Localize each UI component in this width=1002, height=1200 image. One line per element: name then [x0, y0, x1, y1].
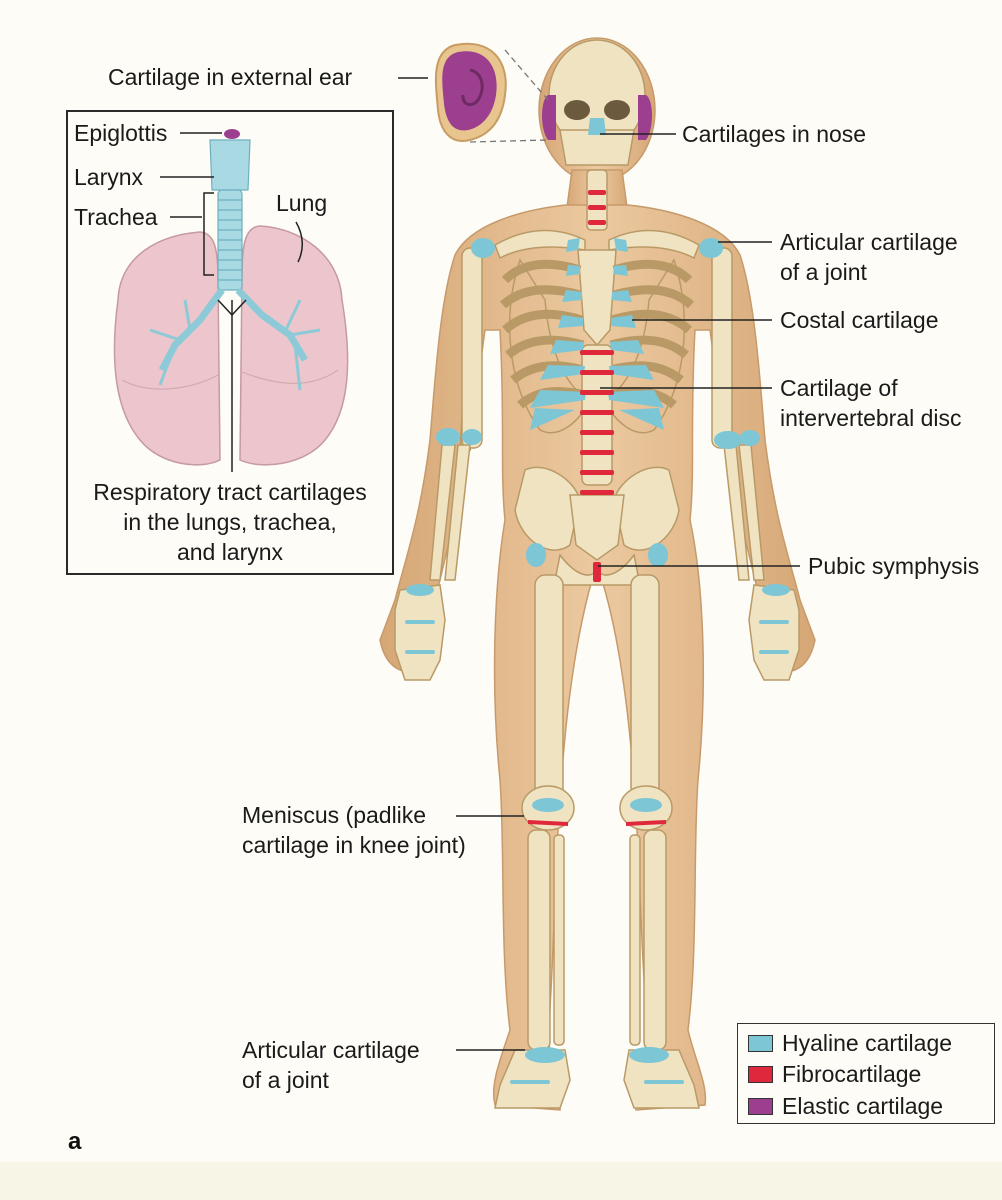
legend-item-hyaline: Hyaline cartilage	[748, 1028, 952, 1058]
label-meniscus-2: cartilage in knee joint)	[242, 832, 466, 858]
inset-leader-lines	[160, 132, 303, 472]
inset-frame	[66, 110, 394, 575]
legend-swatch-elastic	[748, 1097, 773, 1115]
panel-letter: a	[68, 1128, 82, 1155]
label-articular-ankle-2: of a joint	[242, 1067, 329, 1093]
legend-swatch-fibro	[748, 1065, 773, 1083]
inset-caption-1: Respiratory tract cartilages	[93, 479, 367, 505]
label-nose: Cartilages in nose	[682, 121, 867, 147]
trachea-rings	[218, 199, 242, 281]
label-external-ear: Cartilage in external ear	[108, 64, 353, 90]
epiglottis-icon	[224, 129, 240, 139]
legend-label: Fibrocartilage	[782, 1060, 922, 1087]
label-intervertebral-1: Cartilage of	[780, 375, 898, 401]
label-costal: Costal cartilage	[780, 307, 939, 333]
leader-lines	[398, 77, 800, 1051]
label-larynx: Larynx	[74, 164, 144, 190]
legend-label: Hyaline cartilage	[782, 1029, 953, 1056]
label-articular-shoulder-2: of a joint	[780, 259, 867, 285]
label-pubic: Pubic symphysis	[808, 553, 980, 579]
hyaline-cartilage	[405, 118, 790, 1084]
ear-zoom-line-bottom	[469, 139, 549, 143]
external-ear-icon	[434, 42, 507, 142]
inset-caption-3: and larynx	[176, 539, 284, 565]
label-lung: Lung	[276, 190, 328, 216]
fibrocartilage	[528, 190, 666, 826]
ear-cartilage	[542, 95, 652, 140]
legend-item-fibro: Fibrocartilage	[748, 1059, 921, 1089]
inset-caption-2: in the lungs, trachea,	[123, 509, 337, 535]
label-intervertebral-2: intervertebral disc	[780, 405, 962, 431]
label-trachea: Trachea	[74, 204, 158, 230]
label-meniscus-1: Meniscus (padlike	[242, 802, 427, 828]
label-articular-shoulder-1: Articular cartilage	[780, 229, 958, 255]
legend-swatch-hyaline	[748, 1034, 773, 1052]
ear-zoom-line-top	[504, 49, 549, 101]
legend: Hyaline cartilage Fibrocartilage Elastic…	[737, 1023, 995, 1124]
legend-item-elastic: Elastic cartilage	[748, 1091, 943, 1121]
label-epiglottis: Epiglottis	[74, 120, 168, 146]
bottom-band	[0, 1162, 1002, 1200]
legend-label: Elastic cartilage	[782, 1092, 944, 1119]
label-articular-ankle-1: Articular cartilage	[242, 1037, 420, 1063]
